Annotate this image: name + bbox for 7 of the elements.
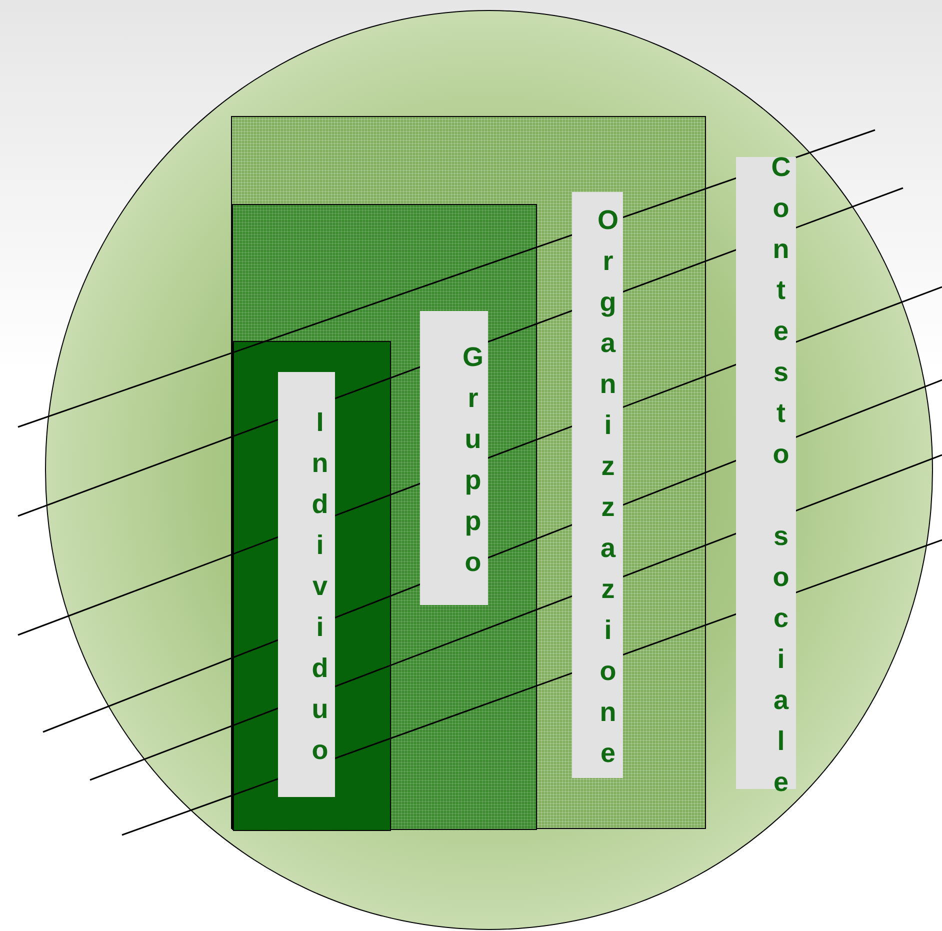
vertical-label: Contesto sociale xyxy=(736,157,796,789)
vertical-label: Individuo xyxy=(278,372,335,797)
nested-rectangle xyxy=(233,341,391,831)
nested-rectangle xyxy=(232,204,537,830)
vertical-label: Gruppo xyxy=(420,311,488,605)
nested-rectangle xyxy=(231,116,706,829)
vertical-label: Organizzazione xyxy=(572,192,623,778)
